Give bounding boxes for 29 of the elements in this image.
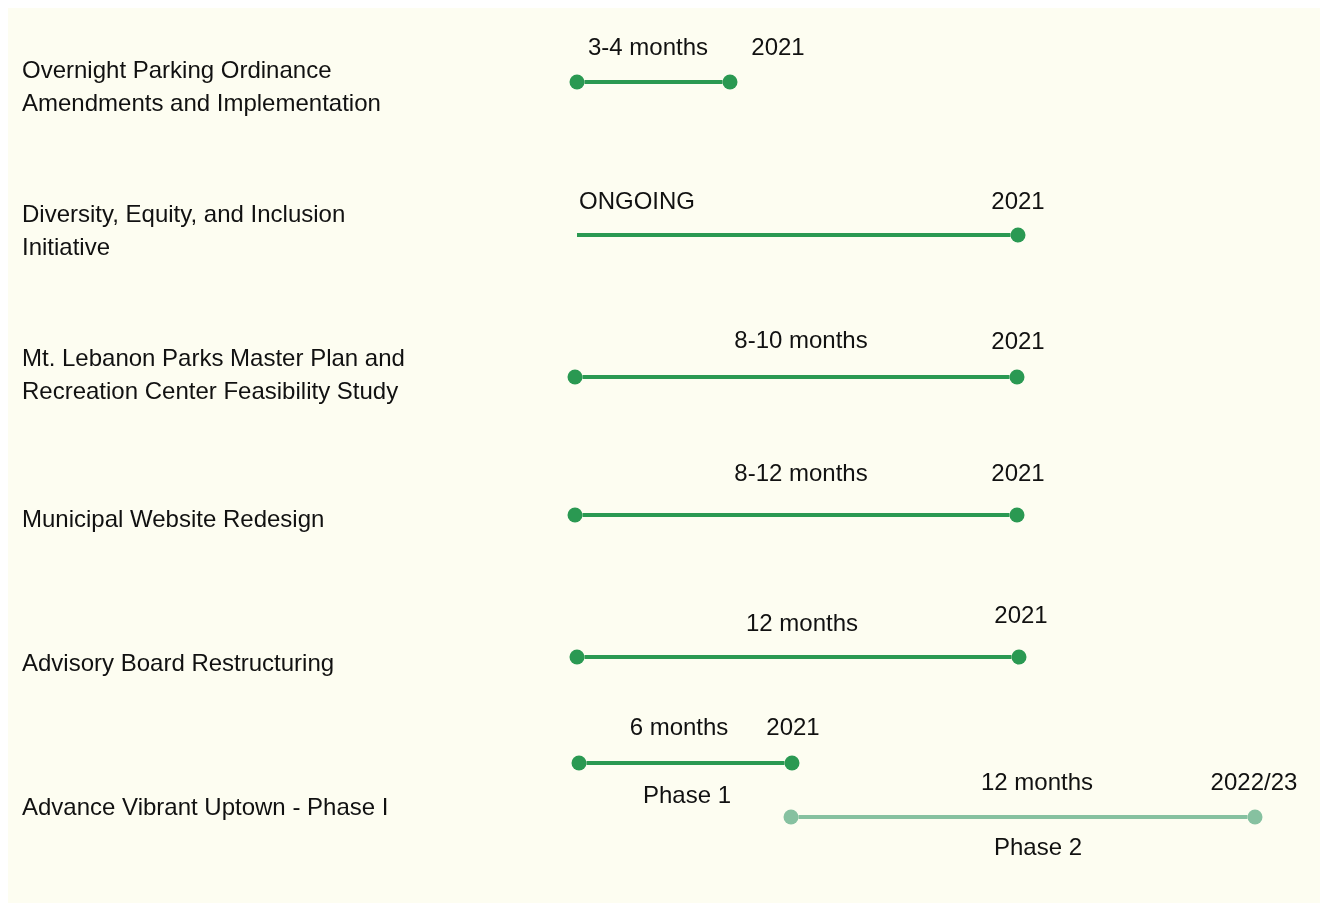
- year-label: 2022/23: [1210, 766, 1298, 797]
- timeline-bar: [584, 655, 1012, 659]
- project-name: Mt. Lebanon Parks Master Plan and Recreation Center Feasibility Study: [22, 343, 406, 406]
- duration-label: 6 months: [629, 711, 729, 742]
- timeline-bar: [582, 513, 1010, 517]
- project-name: Overnight Parking Ordinance Amendments and Implementation: [22, 55, 382, 118]
- timeline-bar: [586, 761, 785, 765]
- duration-label: 3-4 months: [587, 31, 709, 62]
- timeline-bar: [582, 375, 1010, 379]
- duration-label: 8-10 months: [734, 324, 868, 355]
- duration-label: 12 months: [745, 607, 859, 638]
- year-label: 2021: [991, 325, 1045, 356]
- phase-label: Phase 1: [642, 779, 732, 810]
- project-name: Advisory Board Restructuring: [22, 648, 336, 678]
- project-name: Advance Vibrant Uptown - Phase I: [22, 792, 390, 822]
- year-label: 2021: [991, 457, 1045, 488]
- year-label: 2021: [991, 185, 1045, 216]
- phase-label: Phase 2: [993, 831, 1083, 862]
- year-label: 2021: [766, 711, 820, 742]
- timeline-bar: [584, 80, 723, 84]
- timeline-bar: [798, 815, 1248, 819]
- duration-label: ONGOING: [579, 185, 695, 216]
- year-label: 2021: [751, 31, 805, 62]
- duration-label: 8-12 months: [734, 457, 868, 488]
- duration-label: 12 months: [980, 766, 1094, 797]
- year-label: 2021: [994, 599, 1048, 630]
- project-name: Diversity, Equity, and Inclusion Initiative: [22, 199, 347, 262]
- project-name: Municipal Website Redesign: [22, 504, 326, 534]
- timeline-bar: [577, 233, 1011, 237]
